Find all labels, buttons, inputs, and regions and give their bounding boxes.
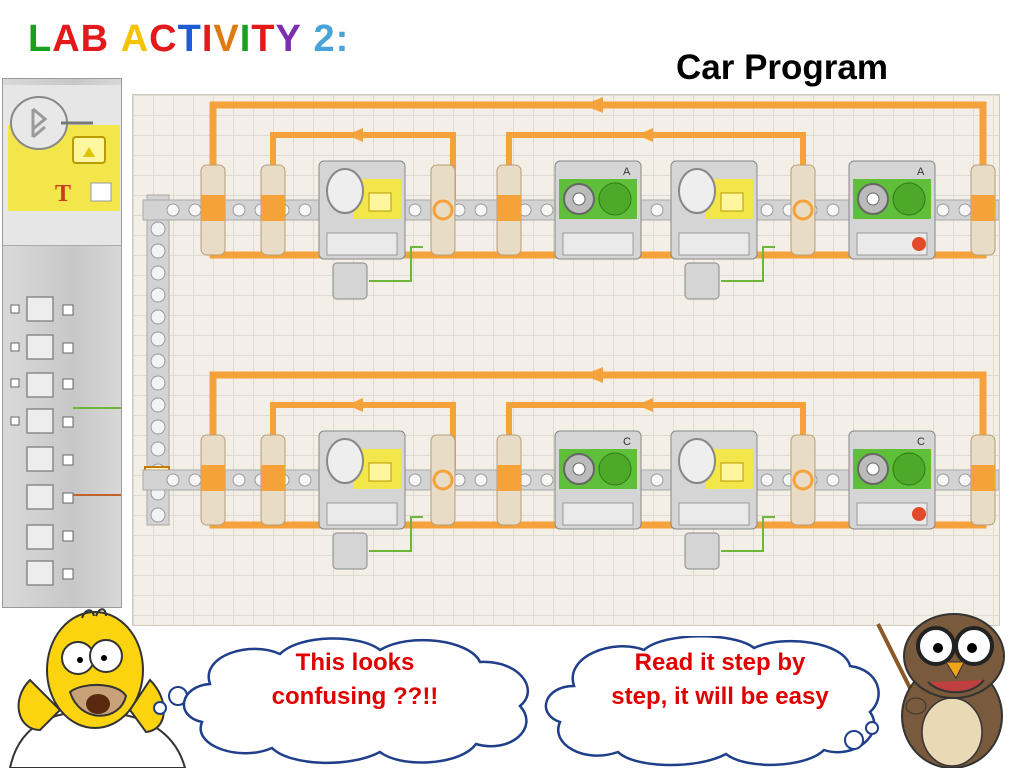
loop-icon	[792, 199, 814, 221]
loop-icon	[432, 199, 454, 221]
wire-plug-icon	[332, 262, 368, 300]
left-bubble-text: This looks confusing ??!!	[271, 649, 439, 710]
loop-icon	[432, 469, 454, 491]
title-letter: A	[52, 18, 81, 60]
palette-header: T	[3, 85, 121, 246]
svg-text:T: T	[55, 181, 71, 207]
loop-arrow	[637, 398, 653, 412]
motor-port-label: A	[917, 166, 925, 178]
loop-arrow	[347, 398, 363, 412]
motor-port-label: C	[623, 436, 631, 448]
title-letter: Y	[275, 18, 302, 60]
loop-icon	[792, 469, 814, 491]
loop-arrow	[347, 128, 363, 142]
data-wire	[369, 516, 423, 552]
wire-plug-icon	[684, 262, 720, 300]
loop-arrow	[583, 97, 603, 113]
thought-bubble-left	[153, 637, 530, 765]
thought-bubble-right	[544, 636, 880, 767]
title-letter: 2:	[313, 18, 350, 60]
title-letter: A	[120, 18, 150, 60]
palette-plugs	[10, 296, 121, 586]
stop-icon	[912, 507, 926, 521]
loop-post	[430, 434, 456, 526]
wire-plug-icon	[684, 532, 720, 570]
data-wire	[721, 516, 775, 552]
stop-icon	[912, 237, 926, 251]
loop-post	[790, 434, 816, 526]
slide-title: LAB ACTIVITY 2:	[28, 18, 349, 61]
block-palette: T	[2, 78, 122, 608]
title-letter	[109, 18, 121, 61]
title-letter: I	[201, 18, 214, 60]
title-letter: T	[177, 18, 202, 60]
title-letter: I	[239, 18, 252, 60]
confused-character	[8, 608, 187, 768]
title-letter: T	[251, 18, 276, 60]
loop-post	[790, 164, 816, 256]
title-letter: V	[213, 18, 240, 60]
bluetooth-icon	[678, 168, 716, 214]
data-wire	[721, 246, 775, 282]
right-bubble-text: Read it step by step, it will be easy	[611, 649, 829, 710]
bluetooth-icon	[326, 168, 364, 214]
loop-inner	[506, 132, 806, 205]
title-letter: C	[149, 18, 178, 60]
motor-port-label: C	[917, 436, 925, 448]
loop-inner	[506, 402, 806, 475]
loop-post	[430, 164, 456, 256]
owl-teacher-character	[876, 613, 1005, 768]
slide-subtitle: Car Program	[676, 48, 889, 87]
bluetooth-icon	[326, 438, 364, 484]
loop-arrow	[637, 128, 653, 142]
bluetooth-icon	[678, 438, 716, 484]
wire-plug-icon	[332, 532, 368, 570]
title-letter: B	[80, 18, 110, 60]
title-letter: L	[28, 18, 53, 60]
data-wire	[369, 246, 423, 282]
title-letter	[302, 18, 314, 61]
loop-arrow	[583, 367, 603, 383]
motor-port-label: A	[623, 166, 631, 178]
